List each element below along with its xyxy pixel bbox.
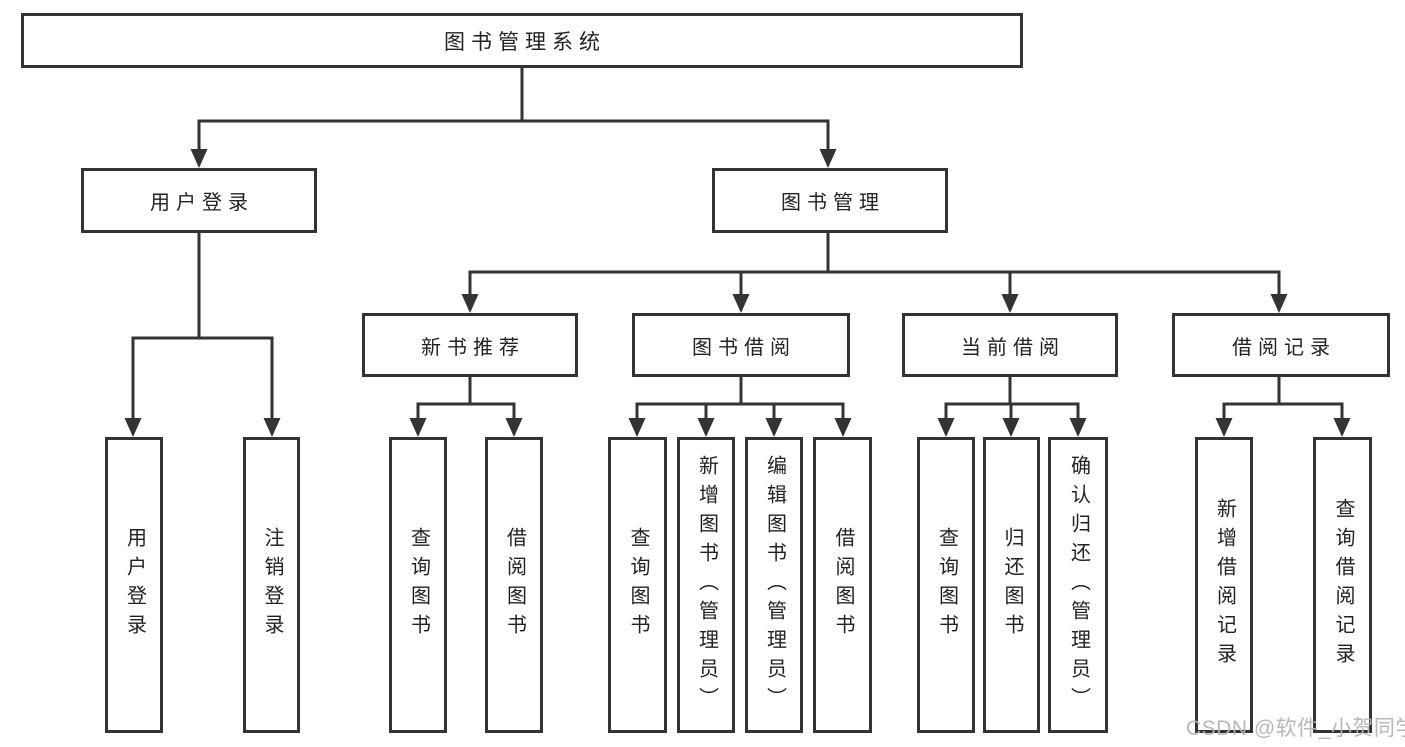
node-borrow-records-label: 借阅记录 <box>1232 336 1336 359</box>
watermark: CSDN @软件_小贺同学 <box>1186 717 1405 740</box>
leaf-borrow-edit-books-admin: 编辑图书（管理员） <box>745 437 803 733</box>
node-root: 图书管理系统 <box>21 13 1023 68</box>
leaf-borrow-query-books: 查询图书 <box>608 437 667 733</box>
node-user-login: 用户登录 <box>81 168 317 233</box>
leaf-newrec-borrow-books-label: 借阅图书 <box>503 527 526 643</box>
leaf-current-query-books: 查询图书 <box>917 437 975 733</box>
arrowheads <box>124 149 1351 437</box>
leaf-borrow-add-books-admin-label: 新增图书（管理员） <box>695 454 718 716</box>
node-new-book-recommend-label: 新书推荐 <box>421 336 525 359</box>
node-borrow-records: 借阅记录 <box>1172 313 1390 377</box>
leaf-records-query-record-label: 查询借阅记录 <box>1332 498 1354 672</box>
node-book-mgmt-label: 图书管理 <box>781 192 885 214</box>
leaf-logout: 注销登录 <box>243 437 300 733</box>
leaf-borrow-query-books-label: 查询图书 <box>627 527 649 643</box>
node-current-borrow-label: 当前借阅 <box>961 336 1065 359</box>
leaf-current-return-books: 归还图书 <box>983 437 1040 733</box>
leaf-records-add-record-label: 新增借阅记录 <box>1213 498 1236 672</box>
leaf-records-query-record: 查询借阅记录 <box>1313 437 1372 733</box>
node-current-borrow: 当前借阅 <box>902 313 1118 377</box>
leaf-user-login: 用户登录 <box>105 437 163 733</box>
leaf-current-query-books-label: 查询图书 <box>935 527 958 643</box>
node-user-login-label: 用户登录 <box>150 192 254 214</box>
leaf-borrow-add-books-admin: 新增图书（管理员） <box>677 437 735 733</box>
leaf-records-add-record: 新增借阅记录 <box>1195 437 1253 733</box>
node-root-label: 图书管理系统 <box>444 30 606 54</box>
leaf-borrow-borrow-books: 借阅图书 <box>813 437 872 733</box>
leaf-current-return-books-label: 归还图书 <box>1001 527 1023 643</box>
leaf-current-confirm-return-admin-label: 确认归还（管理员） <box>1067 454 1090 716</box>
leaf-logout-label: 注销登录 <box>261 527 283 643</box>
connector-paths <box>131 66 1344 435</box>
leaf-newrec-borrow-books: 借阅图书 <box>485 437 543 733</box>
node-book-mgmt: 图书管理 <box>712 168 948 233</box>
leaf-borrow-borrow-books-label: 借阅图书 <box>832 527 854 643</box>
node-book-borrow: 图书借阅 <box>632 313 850 377</box>
leaf-current-confirm-return-admin: 确认归还（管理员） <box>1048 437 1108 733</box>
leaf-borrow-edit-books-admin-label: 编辑图书（管理员） <box>763 454 786 716</box>
leaf-newrec-query-books-label: 查询图书 <box>407 527 430 643</box>
node-new-book-recommend: 新书推荐 <box>362 313 578 377</box>
leaf-user-login-label: 用户登录 <box>123 527 146 643</box>
node-book-borrow-label: 图书借阅 <box>692 336 796 359</box>
leaf-newrec-query-books: 查询图书 <box>389 437 447 733</box>
